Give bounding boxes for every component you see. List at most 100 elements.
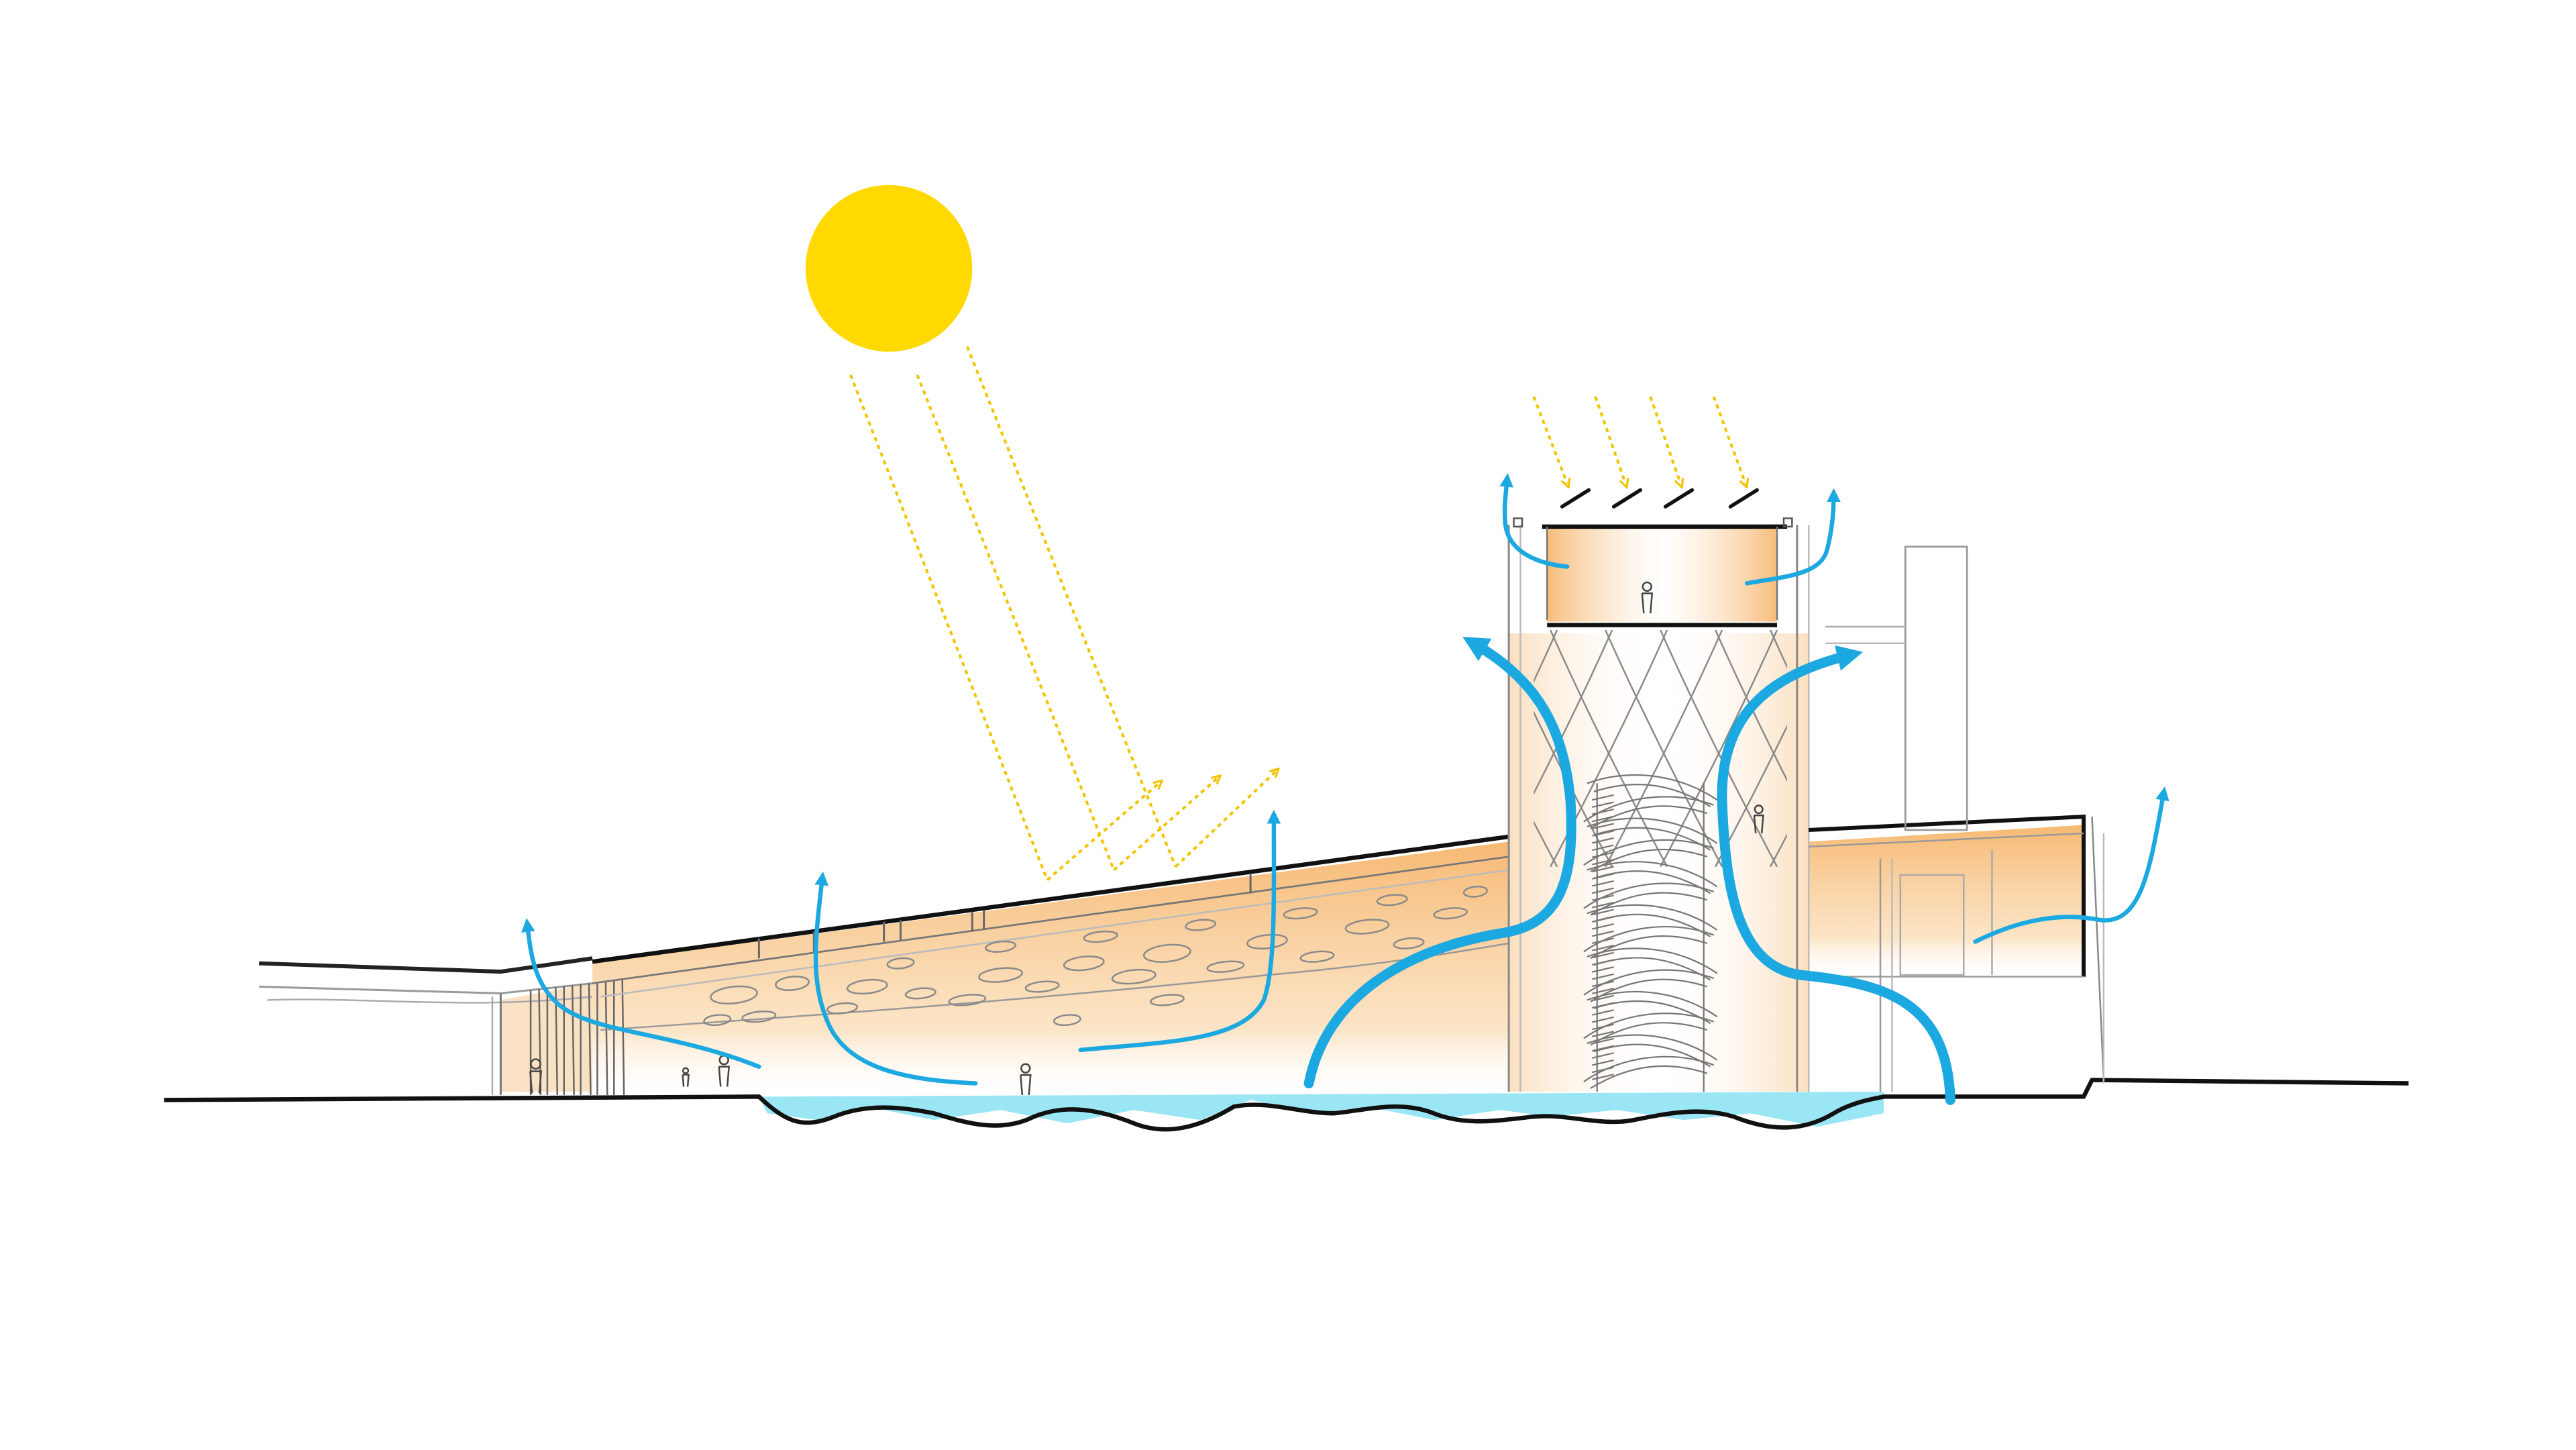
seating-island	[1393, 937, 1425, 949]
airflow-hall-loop	[813, 871, 978, 1086]
seating-island	[1024, 980, 1060, 993]
tower-glow	[1509, 633, 1809, 1092]
stair-tread	[1592, 801, 1614, 809]
stair-tread	[1592, 1037, 1614, 1045]
left-canopy	[259, 956, 593, 1095]
seating-island	[703, 1014, 732, 1027]
airflow-hall-rise	[1078, 809, 1281, 1053]
person-figure	[1020, 1063, 1032, 1096]
stair-tread	[1592, 873, 1614, 880]
diagrid-member	[1714, 629, 1787, 782]
seating-island	[1063, 955, 1105, 972]
stair-tread	[1592, 823, 1614, 830]
stair-tread	[1592, 1031, 1614, 1037]
seating-island	[1246, 933, 1288, 950]
stair-tread	[1592, 815, 1614, 823]
spiral-stair	[1583, 774, 1718, 1092]
seating-island	[1283, 907, 1318, 920]
stair-tread	[1592, 1016, 1614, 1023]
person-figure	[1753, 805, 1764, 834]
diagrid-member	[1330, 630, 1447, 867]
seating-island	[985, 940, 1017, 953]
person-figure	[529, 1058, 543, 1094]
person-figure	[682, 1067, 690, 1087]
air-flow-arrows	[521, 473, 2169, 1105]
stair-tread	[1592, 1045, 1614, 1052]
stair-tread	[1592, 794, 1614, 801]
stair-tread	[1592, 937, 1614, 944]
seating-island	[886, 957, 915, 970]
stair-tread	[1592, 837, 1614, 844]
stair-tread	[1592, 988, 1614, 994]
stair-tread	[1592, 930, 1614, 937]
seating-island	[978, 967, 1023, 983]
stair-tread	[1592, 1059, 1614, 1066]
diagrid-member	[1880, 630, 1997, 867]
stair-flight	[1590, 1065, 1708, 1089]
diagrid-member	[1769, 629, 1787, 669]
louver-blade	[604, 981, 608, 1095]
stair-tread	[1592, 880, 1614, 887]
people-figures	[529, 581, 1764, 1096]
diagrid-member	[1660, 629, 1778, 868]
reflected-rays	[1046, 772, 1275, 882]
stair-tread	[1592, 844, 1614, 851]
person-figure	[1641, 581, 1654, 614]
seating-island	[1299, 950, 1335, 963]
diagrid-member	[1385, 630, 1502, 867]
diagrid-member	[1534, 629, 1558, 683]
stair-tread	[1592, 1009, 1614, 1016]
stair-tread	[1592, 1002, 1614, 1009]
diagrid-member	[1534, 820, 1558, 868]
diagrid-member	[1825, 630, 1942, 867]
seating-island	[1111, 968, 1157, 985]
seating-island	[846, 978, 888, 995]
airflow-top-right	[1745, 488, 1841, 586]
seating-island	[710, 985, 758, 1005]
skylight-louvers	[1560, 488, 1759, 509]
stair-tread	[1592, 1074, 1614, 1080]
diagrid-member	[1769, 833, 1787, 868]
seating-island	[775, 976, 810, 991]
seating-island	[1185, 919, 1217, 931]
sun-rays	[849, 346, 1177, 881]
sun	[805, 185, 973, 352]
diagrid-member	[1385, 630, 1502, 867]
interior-glow	[592, 841, 1509, 1092]
right-wing	[1809, 546, 2105, 1092]
stair-tread	[1592, 923, 1614, 930]
central-tower	[1507, 517, 1810, 1092]
stair-tread	[1592, 1023, 1614, 1031]
louver-blade	[621, 979, 625, 1095]
stair-tread	[1592, 894, 1614, 901]
sloped-roof	[592, 834, 1509, 998]
stair-tread	[1592, 887, 1614, 894]
stair-tread	[1592, 901, 1614, 909]
tower-skylight-rays	[1532, 396, 1745, 483]
water-pool	[759, 1091, 1884, 1127]
stair-tread	[1592, 909, 1614, 916]
stair-tread	[1592, 851, 1614, 858]
seating-island	[904, 987, 936, 1000]
stair-tread	[1592, 809, 1614, 815]
diagrid-member	[1715, 724, 1787, 868]
stair-tread	[1592, 994, 1614, 1002]
stair-tread	[1592, 980, 1614, 988]
seating-island	[1376, 894, 1408, 907]
seating-island	[1344, 919, 1390, 935]
seating-island	[1149, 994, 1185, 1006]
stair-tread	[1592, 1066, 1614, 1074]
top-room-glow	[1547, 525, 1778, 622]
airflow-top-left	[1499, 473, 1570, 569]
seating-island	[1206, 960, 1245, 973]
seating-island	[741, 1011, 777, 1023]
seating-islands	[703, 886, 1488, 1027]
airflow-left-exhaust	[521, 918, 761, 1069]
seating-island	[1053, 1014, 1081, 1027]
stair-tread	[1592, 951, 1614, 959]
stair-tread	[1592, 1052, 1614, 1059]
stair-tread	[1592, 916, 1614, 923]
seating-island	[1083, 930, 1118, 943]
